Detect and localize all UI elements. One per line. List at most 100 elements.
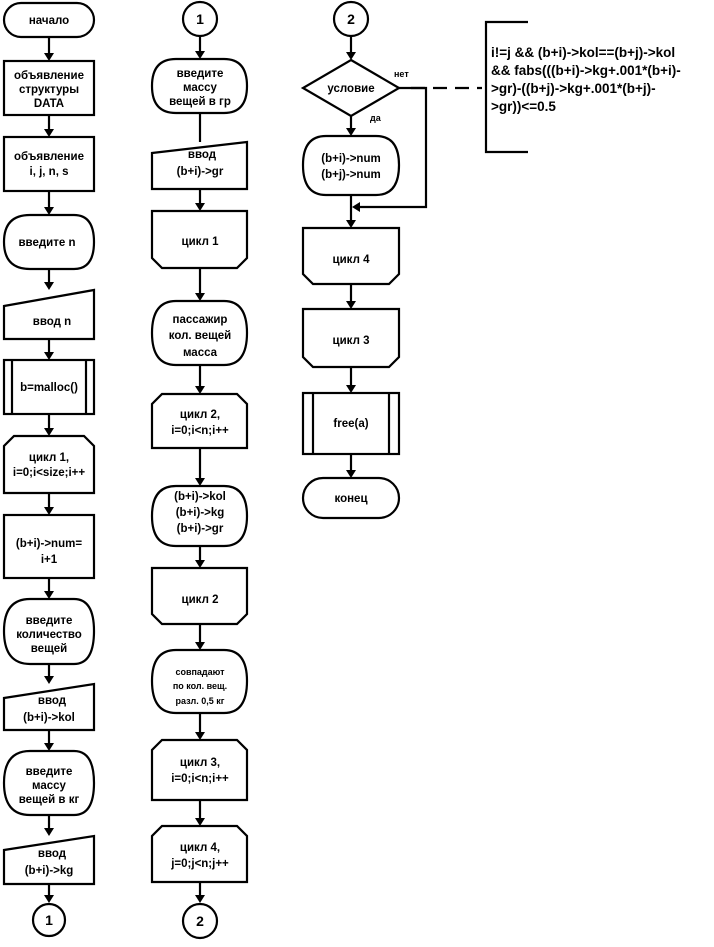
connector-2-in: 2 xyxy=(332,0,370,38)
display-text: введите xyxy=(26,615,73,627)
process-text: DATA xyxy=(34,98,64,110)
connector-shape xyxy=(31,902,67,938)
loop-text: цикл 1 xyxy=(182,236,220,248)
display-text: (b+i)->num xyxy=(321,153,380,165)
io-text: ввод n xyxy=(33,316,71,328)
loop-end-shape xyxy=(301,226,401,286)
loop-text: i=0;i<n;i++ xyxy=(171,773,229,785)
prompt-mass-g-display: введите массу вещей в гр xyxy=(150,57,249,115)
connector-text: 1 xyxy=(45,912,53,928)
annotation-text: >gr)-((b+j)->kg+.001*(b+j)- xyxy=(491,81,656,96)
display-text: (b+j)->num xyxy=(321,169,380,181)
output-fields-display: (b+i)->kol (b+i)->kg (b+i)->gr xyxy=(150,484,249,548)
display-shape xyxy=(2,749,96,817)
display-text: кол. вещей xyxy=(169,330,232,342)
loop1-start: цикл 1, i=0;i<size;i++ xyxy=(2,434,96,495)
display-text: введите n xyxy=(18,237,75,249)
col2-arrows xyxy=(195,37,205,903)
declare-struct-process: объявление структуры DATA xyxy=(2,59,96,117)
input-kol-io: ввод (b+i)->kol xyxy=(2,682,96,732)
display-text: массу xyxy=(32,780,67,792)
loop-text: цикл 3 xyxy=(333,335,370,347)
connector-1-in: 1 xyxy=(181,0,219,38)
input-gr-io: ввод (b+i)->gr xyxy=(150,140,249,191)
loop-text: цикл 2, xyxy=(180,409,220,421)
loop-end-shape xyxy=(301,307,401,369)
annotation-bracket xyxy=(484,20,528,154)
display-text: введите xyxy=(177,68,224,80)
display-text: пассажир xyxy=(173,314,228,326)
process-text: i+1 xyxy=(41,554,58,566)
loop-start-shape xyxy=(150,738,249,802)
header-display: пассажир кол. вещей масса xyxy=(150,299,249,367)
io-text: ввод xyxy=(38,695,67,707)
decision-shape xyxy=(300,58,402,118)
process-shape xyxy=(2,59,96,117)
subprocess-text: b=malloc() xyxy=(20,382,78,394)
loop1-end: цикл 1 xyxy=(150,209,249,270)
decision-text: условие xyxy=(327,83,374,95)
subprocess-shape xyxy=(301,391,401,456)
connector-shape xyxy=(181,0,219,38)
match-msg-display: совпадают по кол. вещ. разл. 0,5 кг xyxy=(150,648,249,715)
loop-text: цикл 2 xyxy=(182,594,219,606)
annotation-text: >gr))<=0.5 xyxy=(491,99,556,114)
display-text: введите xyxy=(26,766,73,778)
io-text: ввод xyxy=(188,149,217,161)
process-text: объявление xyxy=(14,70,84,82)
loop-text: цикл 3, xyxy=(180,757,220,769)
col1-arrows xyxy=(44,37,54,903)
loop-end-shape xyxy=(150,209,249,270)
display-shape xyxy=(2,597,96,666)
manual-input-shape xyxy=(150,140,249,191)
process-shape xyxy=(2,513,96,580)
connector-shape xyxy=(332,0,370,38)
io-text: (b+i)->kg xyxy=(25,865,74,877)
connector-text: 1 xyxy=(196,11,204,27)
display-shape xyxy=(150,648,249,715)
process-shape xyxy=(2,135,96,193)
loop-text: i=0;i<n;i++ xyxy=(171,425,229,437)
display-text: совпадают xyxy=(175,667,225,677)
connector-2-out: 2 xyxy=(181,902,219,940)
io-text: ввод xyxy=(38,848,67,860)
loop-text: цикл 4 xyxy=(333,254,371,266)
io-text: (b+i)->gr xyxy=(177,166,224,178)
connector-shape xyxy=(181,902,219,940)
connector-1-out: 1 xyxy=(31,902,67,938)
loop3-start: цикл 3, i=0;i<n;i++ xyxy=(150,738,249,802)
prompt-mass-kg-display: введите массу вещей в кг xyxy=(2,749,96,817)
display-shape xyxy=(150,57,249,115)
free-subprocess: free(a) xyxy=(301,391,401,456)
prompt-count-display: введите количество вещей xyxy=(2,597,96,666)
annotation-text: && fabs(((b+i)->kg+.001*(b+i)- xyxy=(491,63,681,78)
declare-vars-process: объявление i, j, n, s xyxy=(2,135,96,193)
connector-text: 2 xyxy=(347,11,355,27)
input-n-io: ввод n xyxy=(2,288,96,341)
start-terminator: начало xyxy=(2,1,96,39)
process-text: (b+i)->num= xyxy=(16,538,82,550)
loop2-start: цикл 2, i=0;i<n;i++ xyxy=(150,392,249,450)
process-text: структуры xyxy=(19,84,79,96)
display-text: по кол. вещ. xyxy=(173,681,227,691)
manual-input-shape xyxy=(2,288,96,341)
input-kg-io: ввод (b+i)->kg xyxy=(2,834,96,886)
loop4-end: цикл 4 xyxy=(301,226,401,286)
loop-text: j=0;j<n;j++ xyxy=(170,858,229,870)
loop4-start: цикл 4, j=0;j<n;j++ xyxy=(150,824,249,884)
loop-text: цикл 4, xyxy=(180,842,220,854)
terminator-shape xyxy=(301,476,401,520)
prompt-n-display: введите n xyxy=(2,213,96,271)
end-label: конец xyxy=(334,493,367,505)
display-text: вещей в гр xyxy=(169,96,231,108)
terminator-shape xyxy=(2,1,96,39)
io-text: (b+i)->kol xyxy=(23,712,75,724)
loop-start-shape xyxy=(150,392,249,450)
branch-no-label: нет xyxy=(394,69,409,79)
output-num-display: (b+i)->num (b+j)->num xyxy=(301,134,401,197)
condition-annotation: i!=j && (b+i)->kol==(b+j)->kol && fabs((… xyxy=(411,20,681,154)
start-label: начало xyxy=(29,15,69,27)
loop-start-shape xyxy=(2,434,96,495)
loop-start-shape xyxy=(150,824,249,884)
